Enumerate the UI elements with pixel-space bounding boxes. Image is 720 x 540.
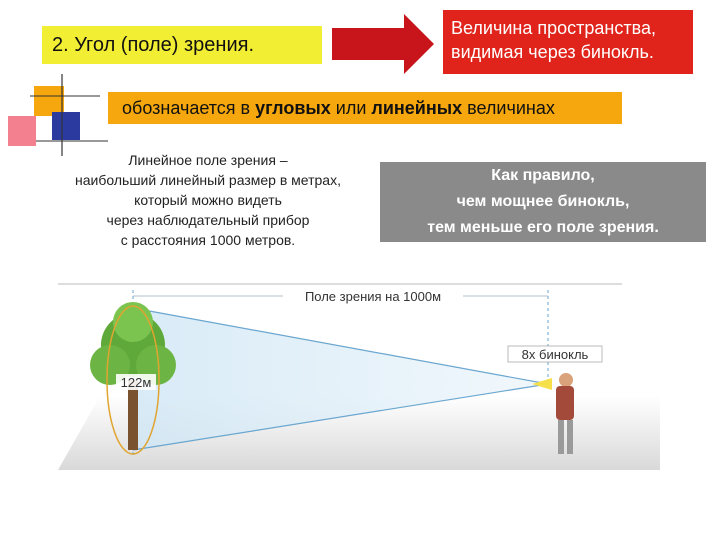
rule-line-3: тем меньше его поле зрения.	[427, 219, 659, 236]
width-label: 122м	[121, 375, 152, 390]
observer-leg-left	[558, 420, 564, 454]
field-label: Поле зрения на 1000м	[305, 289, 441, 304]
measure-text-3: величинах	[462, 97, 555, 118]
definition-line-2: наибольший линейный размер в метрах,	[75, 172, 341, 188]
decor-orange-square	[34, 86, 64, 116]
tree-crown-top	[113, 302, 153, 342]
measure-text-2: или	[330, 97, 372, 118]
field-of-view-illustration: Поле зрения на 1000м 122м 8х бинокль	[58, 283, 660, 470]
binocular-label: 8х бинокль	[522, 347, 589, 362]
measure-text-1: обозначается в	[122, 97, 256, 118]
width-label-bg	[116, 374, 156, 390]
info-box: Величина пространства, видимая через бин…	[443, 10, 693, 74]
definition-line-3: который можно видеть	[134, 192, 282, 208]
observer-head	[559, 373, 573, 387]
measure-bar: обозначается в угловых или линейных вели…	[108, 92, 622, 124]
measure-angular: угловых	[255, 97, 331, 118]
observer-leg-right	[567, 420, 573, 454]
tree-trunk	[128, 380, 138, 450]
slide-title: 2. Угол (поле) зрения.	[42, 26, 322, 64]
view-cone	[133, 308, 548, 450]
info-line-1: Величина пространства,	[451, 18, 656, 38]
definition-line-4: через наблюдательный прибор	[106, 212, 310, 228]
binocular-glow	[532, 378, 552, 390]
linear-field-definition: Линейное поле зрения – наибольший линейн…	[48, 150, 368, 250]
definition-term: Линейное поле зрения	[128, 152, 276, 168]
rule-line-1: Как правило,	[491, 167, 595, 184]
decor-pink-square	[8, 116, 36, 146]
cone-edge-bottom	[132, 383, 549, 451]
binocular-label-bg	[507, 345, 603, 363]
info-line-2: видимая через бинокль.	[451, 42, 654, 62]
rule-box: Как правило, чем мощнее бинокль, тем мен…	[380, 162, 706, 242]
observer-body	[556, 386, 574, 420]
measure-linear: линейных	[371, 97, 463, 118]
arrow-right-icon	[332, 14, 434, 74]
definition-dash: –	[275, 152, 288, 168]
cone-edge-top	[132, 307, 549, 385]
field-ellipse	[106, 305, 160, 455]
definition-line-5: с расстояния 1000 метров.	[120, 232, 296, 248]
rule-line-2: чем мощнее бинокль,	[456, 193, 630, 210]
decor-blue-square	[52, 112, 80, 140]
field-label-bg	[283, 288, 463, 304]
